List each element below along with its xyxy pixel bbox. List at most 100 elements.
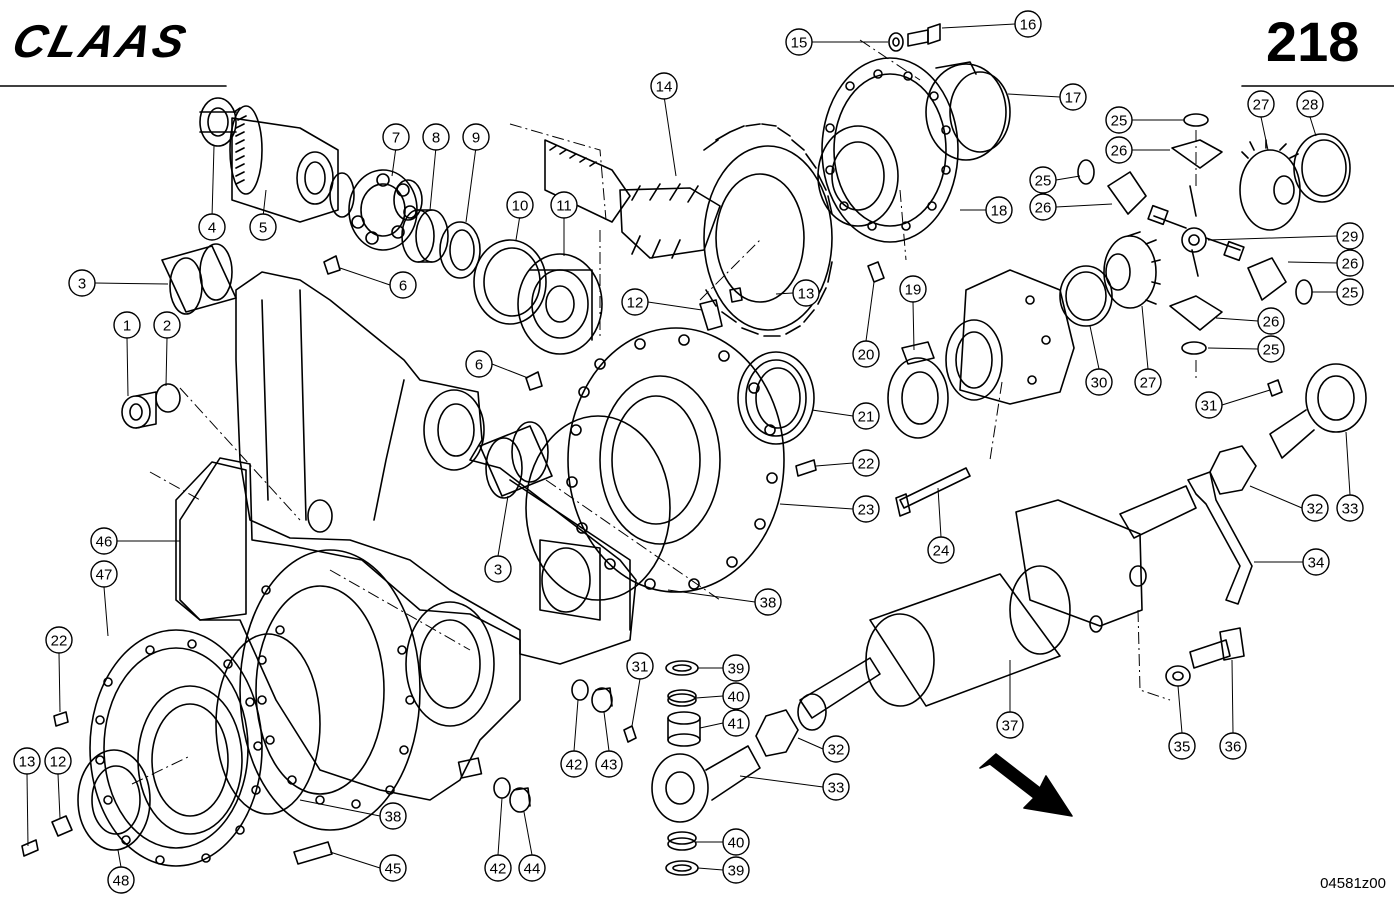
callout-circle bbox=[1085, 368, 1113, 396]
callout-circle bbox=[722, 709, 750, 737]
callout-c31b: 31 bbox=[626, 652, 654, 680]
callout-circle bbox=[1059, 83, 1087, 111]
callout-circle bbox=[852, 449, 880, 477]
part-hub-flange-47 bbox=[89, 629, 263, 867]
callout-circle bbox=[153, 311, 181, 339]
callout-label: 39 bbox=[728, 863, 745, 880]
leader-17 bbox=[1007, 93, 1061, 98]
part-bearing-11 bbox=[517, 253, 603, 355]
callout-c10: 10 bbox=[506, 191, 534, 219]
callout-label: 6 bbox=[475, 357, 483, 374]
callout-c8: 8 bbox=[422, 123, 450, 151]
part-bearing-17 bbox=[925, 61, 1011, 161]
part-nipple-31b bbox=[623, 725, 637, 743]
callout-circle bbox=[985, 196, 1013, 224]
leader-27b bbox=[1260, 116, 1269, 151]
leader-19 bbox=[912, 301, 915, 351]
callout-label: 20 bbox=[858, 347, 875, 364]
callout-c42a: 42 bbox=[560, 750, 588, 778]
callout-circle bbox=[90, 527, 118, 555]
leader-32b bbox=[797, 737, 824, 750]
callout-label: 6 bbox=[399, 278, 407, 295]
leader-12b bbox=[57, 773, 61, 819]
callout-circle bbox=[13, 747, 41, 775]
leader-33b bbox=[739, 775, 824, 788]
callout-c37: 37 bbox=[996, 711, 1024, 739]
callout-circle bbox=[465, 350, 493, 378]
callout-c42b: 42 bbox=[484, 854, 512, 882]
part-flange-23 bbox=[566, 327, 785, 593]
callout-circle bbox=[792, 279, 820, 307]
axis-line-9 bbox=[989, 381, 1003, 461]
part-diff-pinions bbox=[1077, 113, 1313, 355]
callout-c26c: 26 bbox=[1336, 249, 1364, 277]
callout-circle bbox=[927, 536, 955, 564]
callout-label: 31 bbox=[632, 659, 649, 676]
part-washer-15 bbox=[888, 32, 904, 52]
callout-label: 38 bbox=[760, 595, 777, 612]
callout-label: 23 bbox=[858, 502, 875, 519]
callout-c6b: 6 bbox=[465, 350, 493, 378]
direction-arrow bbox=[979, 753, 1073, 817]
callout-label: 48 bbox=[113, 873, 130, 890]
callout-c40a: 40 bbox=[722, 682, 750, 710]
leader-35 bbox=[1177, 685, 1183, 734]
callout-circle bbox=[754, 588, 782, 616]
callout-c9: 9 bbox=[462, 123, 490, 151]
callout-label: 45 bbox=[385, 861, 402, 878]
part-seal-9 bbox=[439, 221, 481, 279]
callout-label: 12 bbox=[50, 754, 67, 771]
callout-label: 22 bbox=[858, 456, 875, 473]
callout-circle bbox=[1336, 494, 1364, 522]
callout-label: 26 bbox=[1035, 200, 1052, 217]
callout-label: 10 bbox=[512, 198, 529, 215]
callout-c14: 14 bbox=[650, 72, 678, 100]
callout-c3b: 3 bbox=[484, 555, 512, 583]
part-bearing-7 bbox=[348, 169, 423, 251]
callout-c36: 36 bbox=[1219, 732, 1247, 760]
callout-circle bbox=[785, 28, 813, 56]
axis-line-3 bbox=[329, 569, 471, 651]
callout-c45: 45 bbox=[379, 854, 407, 882]
callout-c43: 43 bbox=[595, 750, 623, 778]
callout-circle bbox=[722, 856, 750, 884]
leader-33a bbox=[1345, 431, 1351, 496]
callout-c25a: 25 bbox=[1105, 106, 1133, 134]
part-bolt-13 bbox=[21, 839, 39, 857]
callout-label: 34 bbox=[1308, 555, 1325, 572]
part-sleeve-41 bbox=[667, 711, 701, 747]
part-diff-housing-18 bbox=[945, 269, 1075, 405]
part-clip-12b bbox=[51, 815, 73, 837]
callout-label: 40 bbox=[728, 835, 745, 852]
leader-21 bbox=[811, 409, 854, 417]
callout-label: 25 bbox=[1035, 173, 1052, 190]
callout-c44: 44 bbox=[518, 854, 546, 882]
callout-label: 31 bbox=[1201, 398, 1218, 415]
callout-circle bbox=[722, 828, 750, 856]
callout-label: 25 bbox=[1111, 113, 1128, 130]
part-breather-6a bbox=[323, 255, 341, 275]
callout-label: 39 bbox=[728, 661, 745, 678]
callout-c39a: 39 bbox=[722, 654, 750, 682]
callout-c12a: 12 bbox=[621, 288, 649, 316]
leader-42a bbox=[573, 699, 579, 752]
leader-31b bbox=[631, 678, 641, 727]
page-number: 218 bbox=[1266, 10, 1360, 73]
leader-13b bbox=[26, 773, 29, 847]
part-side-gear-27-lower bbox=[1103, 231, 1161, 309]
callout-circle bbox=[722, 654, 750, 682]
callout-c2: 2 bbox=[153, 311, 181, 339]
callout-c46: 46 bbox=[90, 527, 118, 555]
callout-c18: 18 bbox=[985, 196, 1013, 224]
callout-circle bbox=[379, 802, 407, 830]
callout-circle bbox=[1257, 307, 1285, 335]
callout-label: 41 bbox=[728, 716, 745, 733]
leader-8 bbox=[429, 146, 437, 211]
callout-c27b: 27 bbox=[1247, 90, 1275, 118]
axis-line-1 bbox=[179, 387, 301, 521]
leader-14 bbox=[663, 95, 677, 177]
callout-circle bbox=[1301, 494, 1329, 522]
callout-c26b: 26 bbox=[1029, 193, 1057, 221]
callout-c34: 34 bbox=[1302, 548, 1330, 576]
callout-circle bbox=[44, 747, 72, 775]
